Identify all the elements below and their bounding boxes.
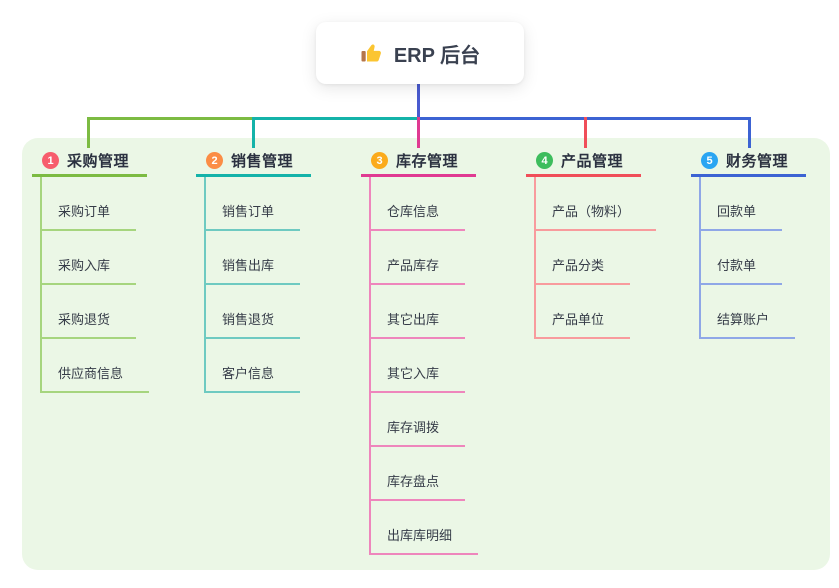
branch-purchase: 1 采购管理 采购订单 采购入库 采购退货 供应商信息 bbox=[32, 147, 192, 393]
child-node: 库存调拨 bbox=[369, 417, 466, 447]
branch-label: 库存管理 bbox=[396, 153, 459, 170]
branch-title: 2 销售管理 bbox=[196, 147, 311, 177]
branch-number-badge: 4 bbox=[536, 152, 553, 169]
child-node: 产品单位 bbox=[534, 309, 631, 339]
child-node: 采购入库 bbox=[40, 255, 137, 285]
root-node: ERP 后台 bbox=[316, 22, 524, 84]
thumbs-up-icon bbox=[360, 41, 384, 65]
child-node: 付款单 bbox=[699, 255, 783, 285]
child-node: 回款单 bbox=[699, 201, 783, 231]
branch-number-badge: 5 bbox=[701, 152, 718, 169]
child-node: 产品库存 bbox=[369, 255, 466, 285]
branch-title: 3 库存管理 bbox=[361, 147, 476, 177]
root-connector-line bbox=[417, 84, 420, 118]
connector-h-segment-green bbox=[87, 117, 254, 120]
branch-label: 采购管理 bbox=[67, 153, 130, 170]
child-node: 仓库信息 bbox=[369, 201, 466, 231]
branch-number-badge: 2 bbox=[206, 152, 223, 169]
branch-title: 5 财务管理 bbox=[691, 147, 806, 177]
child-node: 产品分类 bbox=[534, 255, 631, 285]
child-node: 客户信息 bbox=[204, 363, 301, 393]
branch-children-line bbox=[204, 177, 206, 393]
branch-children-line bbox=[534, 177, 536, 339]
child-node: 销售出库 bbox=[204, 255, 301, 285]
child-node: 出库库明细 bbox=[369, 525, 479, 555]
branch-children-line bbox=[40, 177, 42, 393]
branch-drop-line-finance bbox=[748, 117, 751, 148]
child-node: 销售退货 bbox=[204, 309, 301, 339]
branch-drop-line-product bbox=[584, 117, 587, 148]
branch-label: 财务管理 bbox=[726, 153, 789, 170]
child-node: 采购订单 bbox=[40, 201, 137, 231]
child-node: 结算账户 bbox=[699, 309, 796, 339]
branch-drop-line-inventory bbox=[417, 117, 420, 148]
connector-h-segment-teal bbox=[252, 117, 419, 120]
branch-number-badge: 1 bbox=[42, 152, 59, 169]
child-node: 产品（物料） bbox=[534, 201, 657, 231]
child-node: 销售订单 bbox=[204, 201, 301, 231]
branch-children-line bbox=[699, 177, 701, 339]
root-label: ERP 后台 bbox=[393, 44, 481, 67]
child-node: 供应商信息 bbox=[40, 363, 150, 393]
branches-panel bbox=[22, 138, 830, 570]
branch-inventory: 3 库存管理 仓库信息 产品库存 其它出库 其它入库 库存调拨 库存盘点 出库库… bbox=[361, 147, 521, 555]
branch-label: 销售管理 bbox=[231, 153, 294, 170]
branch-sales: 2 销售管理 销售订单 销售出库 销售退货 客户信息 bbox=[196, 147, 356, 393]
branch-drop-line-purchase bbox=[87, 117, 90, 148]
branch-drop-line-sales bbox=[252, 117, 255, 148]
child-node: 其它入库 bbox=[369, 363, 466, 393]
branch-title: 1 采购管理 bbox=[32, 147, 147, 177]
child-node: 采购退货 bbox=[40, 309, 137, 339]
branch-label: 产品管理 bbox=[561, 153, 624, 170]
branch-product: 4 产品管理 产品（物料） 产品分类 产品单位 bbox=[526, 147, 686, 339]
branch-finance: 5 财务管理 回款单 付款单 结算账户 bbox=[691, 147, 839, 339]
branch-title: 4 产品管理 bbox=[526, 147, 641, 177]
child-node: 库存盘点 bbox=[369, 471, 466, 501]
branch-children-line bbox=[369, 177, 371, 555]
child-node: 其它出库 bbox=[369, 309, 466, 339]
branch-number-badge: 3 bbox=[371, 152, 388, 169]
